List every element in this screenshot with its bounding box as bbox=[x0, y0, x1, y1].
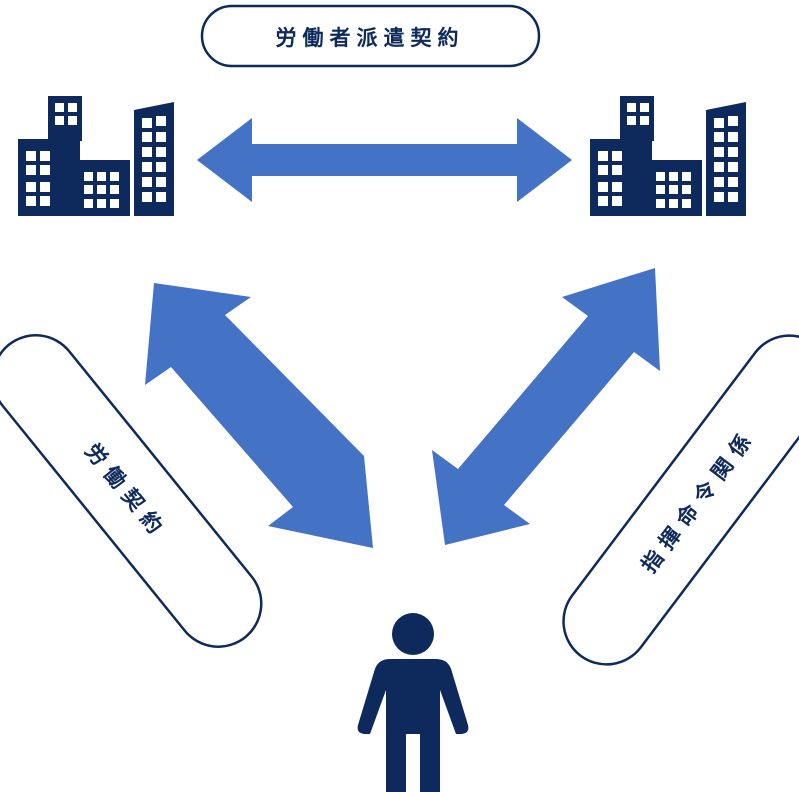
right-diagonal-double-arrow bbox=[432, 268, 660, 545]
left-diagonal-double-arrow bbox=[145, 283, 373, 548]
horizontal-double-arrow bbox=[197, 118, 572, 202]
right-company-building-icon bbox=[590, 96, 746, 216]
label-worker-dispatch-contract: 労働者派遣契約 bbox=[276, 26, 465, 50]
worker-person-icon bbox=[357, 613, 469, 792]
left-company-building-icon bbox=[18, 96, 174, 216]
contract-label-top: 労働者派遣契約 bbox=[200, 4, 541, 68]
contract-label-right: 指揮命令関係 bbox=[562, 334, 799, 666]
